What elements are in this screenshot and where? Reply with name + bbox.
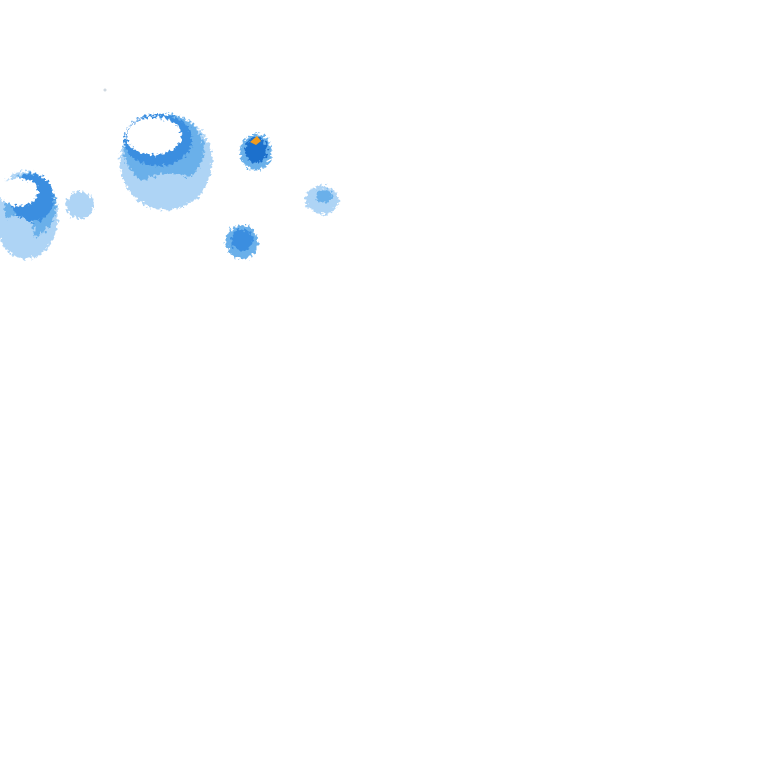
precip-cell-left-edge <box>0 171 58 259</box>
precip-cell-large-ring <box>120 114 212 210</box>
intense-core <box>250 136 261 145</box>
precip-cell-east <box>305 186 339 214</box>
precip-cell-small-west <box>66 191 94 219</box>
precip-cell-south <box>226 225 258 259</box>
precip-speck <box>103 88 107 92</box>
precip-cell-intense <box>240 134 272 170</box>
